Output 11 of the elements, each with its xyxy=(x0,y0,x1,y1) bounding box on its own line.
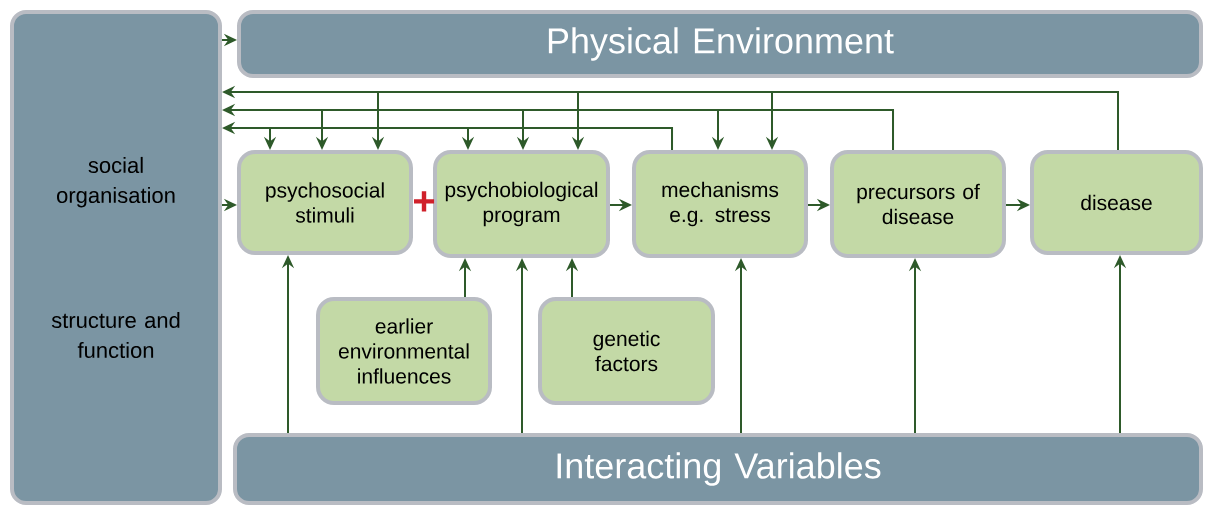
process-box: psychosocial stimuli xyxy=(237,150,413,255)
process-box: mechanisms e.g. stress xyxy=(632,150,808,258)
process-box: psychobiological program xyxy=(433,150,610,258)
plus-sign: + xyxy=(414,191,435,212)
factor-box: earlier environmental influences xyxy=(316,297,492,405)
side-panel: social organisation structure and function xyxy=(10,10,222,505)
process-box: precursors of disease xyxy=(830,150,1006,258)
header-band: Physical Environment xyxy=(237,10,1203,78)
footer-band: Interacting Variables xyxy=(233,433,1203,505)
process-box: disease xyxy=(1030,150,1203,255)
factor-box: genetic factors xyxy=(538,297,715,405)
